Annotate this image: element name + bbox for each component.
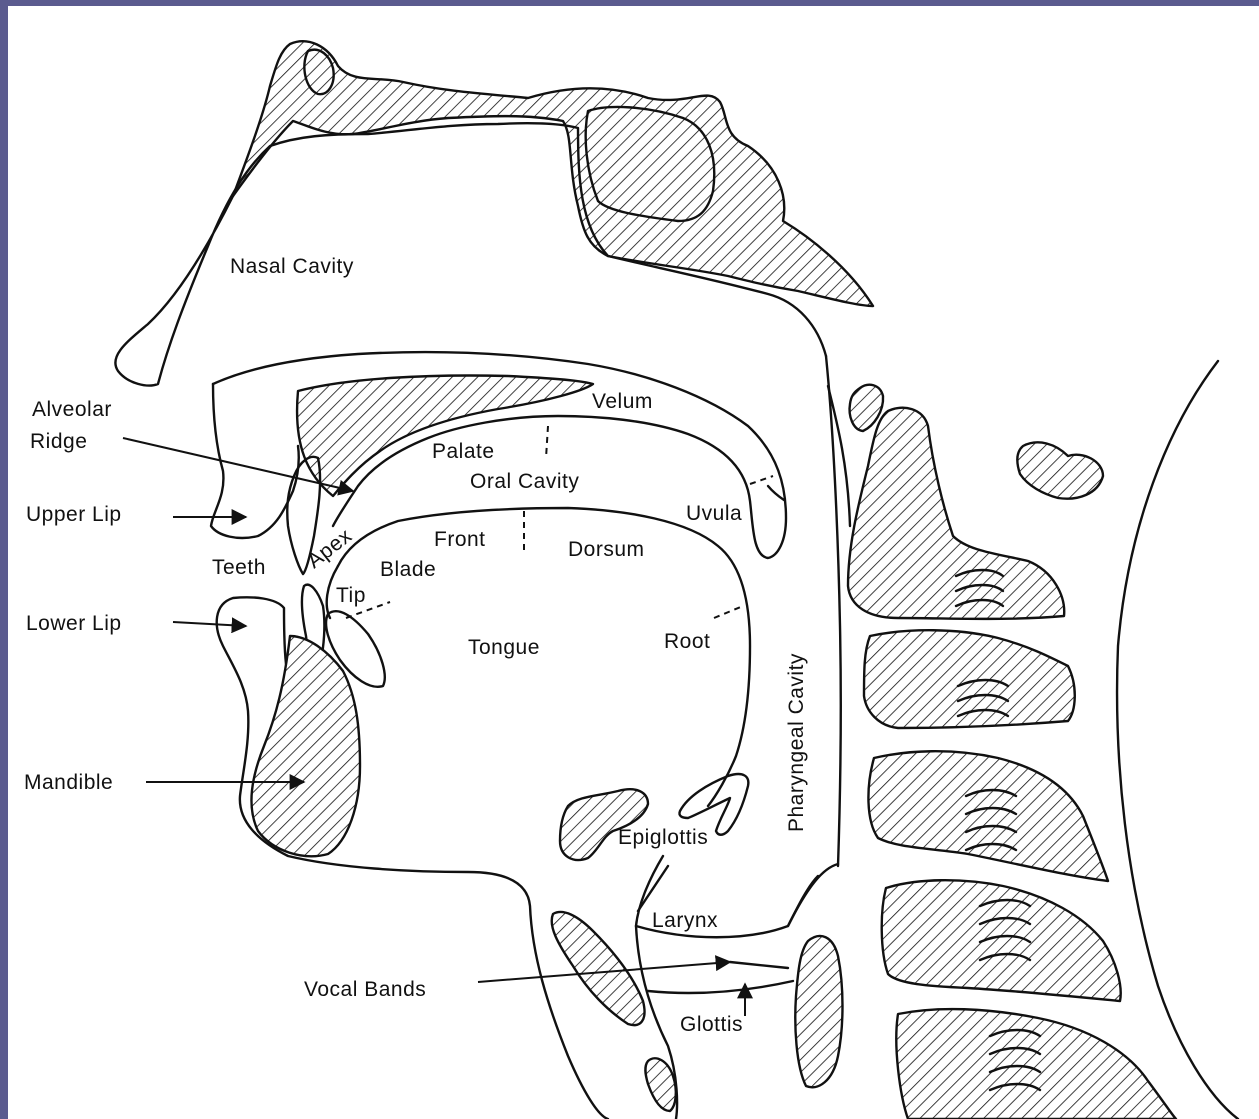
pharynx-wall <box>826 356 850 866</box>
label-tip: Tip <box>336 584 366 607</box>
label-upper-lip: Upper Lip <box>26 503 122 526</box>
neck-back-outline <box>1117 361 1238 1119</box>
label-vocal-bands: Vocal Bands <box>304 978 426 1001</box>
label-alveolar-ridge-line2: Ridge <box>30 430 87 453</box>
label-teeth: Teeth <box>212 556 266 579</box>
label-glottis: Glottis <box>680 1013 743 1036</box>
label-blade: Blade <box>380 558 436 581</box>
label-tongue: Tongue <box>468 636 540 659</box>
labels: Nasal Cavity Alveolar Ridge Upper Lip Te… <box>24 255 808 1036</box>
larynx <box>552 856 843 1119</box>
label-uvula: Uvula <box>686 502 742 525</box>
label-apex: Apex <box>303 524 356 573</box>
label-epiglottis: Epiglottis <box>618 826 708 849</box>
label-mandible: Mandible <box>24 771 113 794</box>
label-velum: Velum <box>592 390 653 413</box>
label-larynx: Larynx <box>652 909 718 932</box>
vocal-tract-diagram: Nasal Cavity Alveolar Ridge Upper Lip Te… <box>8 6 1259 1119</box>
label-pharyngeal-cavity: Pharyngeal Cavity <box>785 653 808 832</box>
label-dorsum: Dorsum <box>568 538 645 561</box>
label-front: Front <box>434 528 486 551</box>
vertebrae <box>848 385 1176 1119</box>
label-alveolar-ridge-line1: Alveolar <box>32 398 112 421</box>
lower-jaw <box>217 597 608 1119</box>
label-lower-lip: Lower Lip <box>26 612 122 635</box>
label-nasal-cavity: Nasal Cavity <box>230 255 354 278</box>
label-palate: Palate <box>432 440 495 463</box>
label-root: Root <box>664 630 710 653</box>
diagram-canvas: Nasal Cavity Alveolar Ridge Upper Lip Te… <box>8 6 1259 1119</box>
label-oral-cavity: Oral Cavity <box>470 470 579 493</box>
